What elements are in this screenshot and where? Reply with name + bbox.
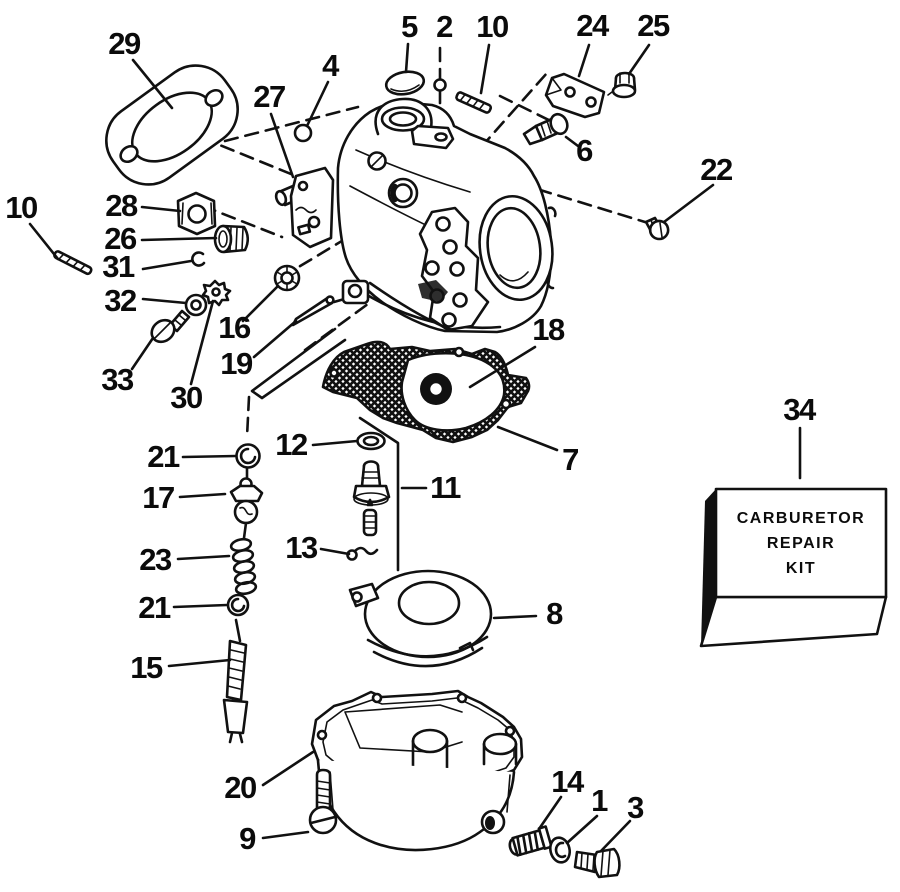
part-carburetor-body: [250, 97, 557, 400]
part-5-welch-plug: [384, 70, 426, 96]
part-21-ring-lower: [226, 593, 250, 617]
callout-18: 18: [532, 312, 565, 347]
callout-10-left: 10: [5, 190, 38, 225]
callout-11: 11: [430, 470, 461, 505]
callout-22: 22: [700, 152, 733, 187]
part-18-7-gasket: [321, 340, 531, 444]
callout-2: 2: [436, 9, 453, 44]
part-12-washer: [356, 431, 386, 451]
part-20-float-bowl: [310, 689, 524, 852]
callout-21-lower: 21: [138, 590, 171, 625]
callout-16: 16: [218, 310, 251, 345]
callout-29: 29: [108, 26, 141, 61]
part-24-link-bracket: [544, 72, 606, 119]
repair-kit-line-3: KIT: [785, 560, 817, 577]
part-9-screw: [308, 768, 338, 835]
part-16-grommet: [273, 264, 301, 292]
repair-kit-label: CARBURETOR REPAIR KIT: [718, 506, 884, 581]
part-14-spring-screw: [508, 825, 553, 857]
part-27-lever-assembly: [274, 166, 335, 249]
callout-1: 1: [591, 783, 608, 818]
callout-13: 13: [285, 530, 318, 565]
callout-28: 28: [105, 188, 138, 223]
callout-15: 15: [130, 650, 163, 685]
callout-8: 8: [546, 596, 563, 631]
leader-lines: [28, 42, 802, 853]
part-10-pin-top: [455, 91, 493, 114]
callout-10-top: 10: [476, 9, 509, 44]
part-4-o-ring: [293, 123, 313, 143]
part-21-ring-upper: [235, 443, 261, 469]
part-32-washer: [184, 293, 208, 317]
part-34-repair-kit-box: [699, 487, 888, 648]
part-6-screw: [522, 112, 569, 146]
callout-33: 33: [101, 362, 134, 397]
callout-14: 14: [551, 764, 584, 799]
callout-34: 34: [783, 392, 816, 427]
part-33-screw: [150, 309, 191, 344]
callout-7: 7: [562, 442, 579, 477]
part-1-washer: [548, 836, 572, 864]
part-13-clip: [346, 546, 379, 561]
callout-30: 30: [170, 380, 203, 415]
callout-9: 9: [239, 821, 256, 856]
part-31-ring: [191, 251, 206, 267]
part-26-plug: [213, 224, 250, 254]
callout-6: 6: [576, 133, 593, 168]
callout-24: 24: [576, 8, 609, 43]
part-19-needle-rod: [291, 295, 335, 327]
repair-kit-line-2: REPAIR: [766, 535, 836, 552]
part-2-check-ball: [433, 78, 447, 92]
part-17-float-valve: [229, 466, 264, 540]
callout-5: 5: [401, 9, 418, 44]
repair-kit-line-1: CARBURETOR: [736, 510, 866, 527]
callout-21-upper: 21: [147, 439, 180, 474]
part-10-pin-left: [53, 250, 93, 276]
callout-17: 17: [142, 480, 175, 515]
part-11-seat-assembly: [352, 460, 391, 537]
callout-25: 25: [637, 8, 670, 43]
callout-12: 12: [275, 427, 308, 462]
part-3-hex-screw: [573, 847, 621, 879]
callout-20: 20: [224, 770, 257, 805]
callout-23: 23: [139, 542, 172, 577]
callout-27: 27: [253, 79, 286, 114]
part-23-spring: [229, 537, 258, 596]
callout-26: 26: [104, 221, 137, 256]
callout-4: 4: [322, 48, 339, 83]
part-30-star-washer: [201, 279, 232, 307]
part-28-nut: [176, 191, 217, 236]
callout-31: 31: [102, 249, 135, 284]
callout-19: 19: [220, 346, 253, 381]
part-15-idle-needle: [222, 618, 249, 744]
part-8-float: [348, 569, 493, 668]
callout-32: 32: [104, 283, 137, 318]
callout-3: 3: [627, 790, 644, 825]
part-25-nut: [607, 71, 637, 99]
part-29-flange-gasket: [105, 64, 239, 186]
